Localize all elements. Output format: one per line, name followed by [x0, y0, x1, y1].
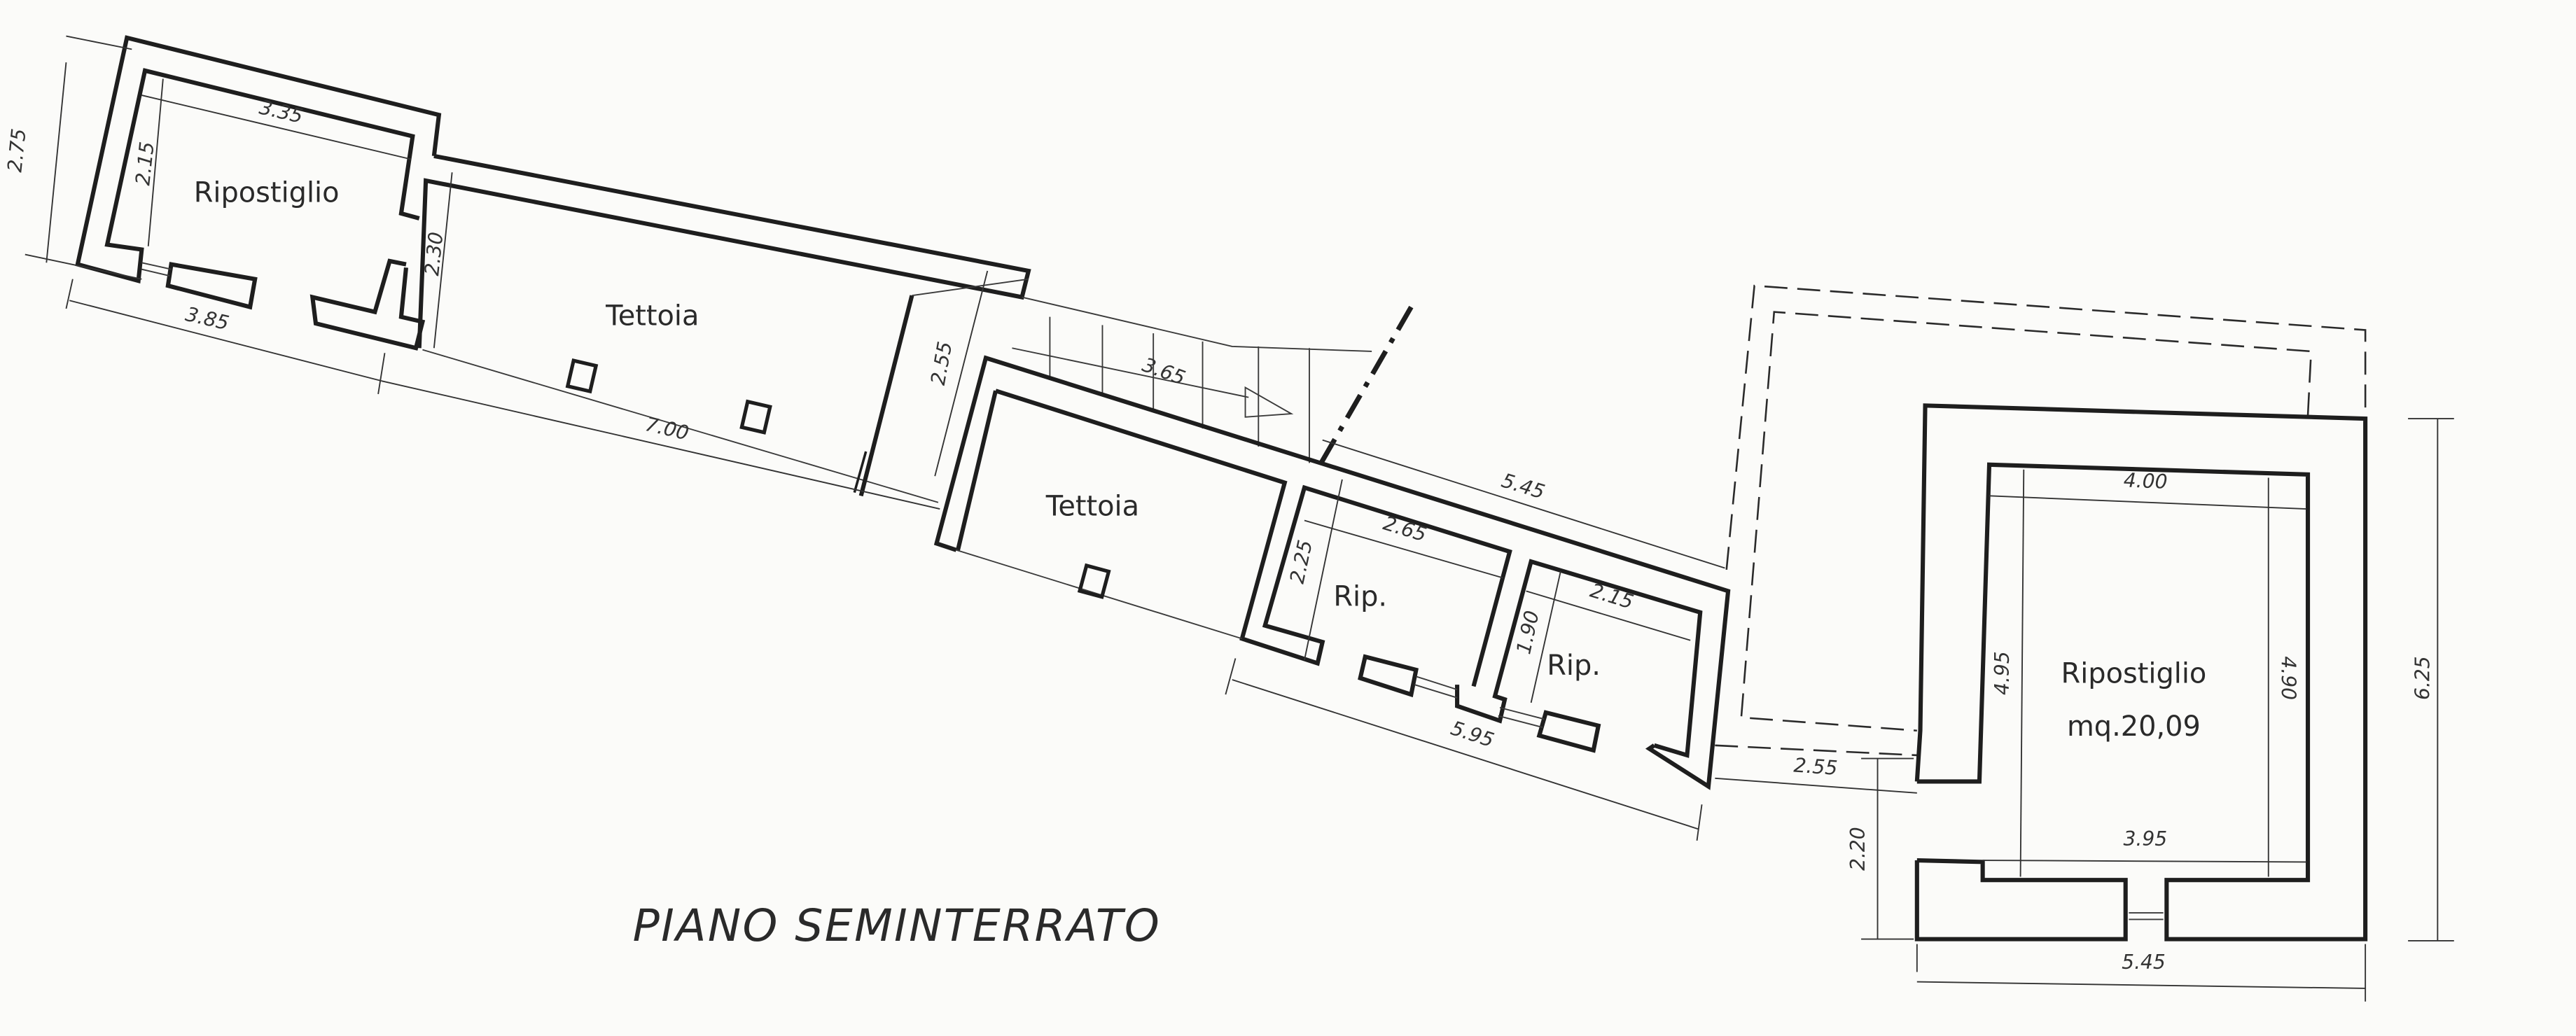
staircase: [912, 278, 1414, 468]
dim-2-65: 2.65: [1381, 512, 1430, 547]
left-ripostiglio-walls: [75, 35, 442, 351]
pillar: [565, 358, 599, 394]
pillar: [1077, 563, 1111, 599]
dim-2-55: 2.55: [926, 340, 956, 386]
dim-4-00: 4.00: [2123, 469, 2168, 493]
dim-4-90: 4.90: [2277, 656, 2300, 700]
dimension-lines: [25, 35, 2454, 1002]
room-label-rip: Rip.: [1547, 650, 1601, 682]
dim-2-75: 2.75: [3, 127, 30, 174]
window: [1358, 654, 1419, 698]
dim-3-65: 3.65: [1139, 353, 1188, 389]
dim-4-95: 4.95: [1991, 651, 2014, 695]
room-label-tettoia: Tettoia: [1045, 490, 1139, 522]
dim-5-95: 5.95: [1448, 716, 1497, 752]
room-label-rip: Rip.: [1333, 580, 1387, 612]
window: [1536, 710, 1601, 753]
room-label-ripostiglio: Ripostiglio: [194, 176, 340, 209]
dim-6-25: 6.25: [2411, 656, 2435, 700]
dim-3-95: 3.95: [2124, 827, 2168, 850]
right-block-dashed-outline: [1715, 284, 2367, 757]
middle-block-walls: [933, 355, 1731, 790]
dim-2-20: 2.20: [1846, 827, 1870, 871]
plan-title: PIANO SEMINTERRATO: [633, 899, 1161, 951]
room-labels: Ripostiglio Tettoia Tettoia Rip. Rip. Ri…: [194, 176, 2207, 742]
window: [165, 262, 258, 310]
dim-2-15: 2.15: [131, 141, 158, 187]
section-line: [1317, 305, 1414, 468]
dim-2-30: 2.30: [420, 231, 447, 277]
dim-3-85: 3.85: [183, 302, 231, 335]
dim-2-15: 2.15: [1587, 579, 1636, 614]
pillar: [739, 399, 772, 435]
right-ripostiglio-walls: [1914, 403, 2368, 941]
room-area: mq.20,09: [2067, 710, 2201, 743]
dim-5-45: 5.45: [2122, 951, 2166, 974]
dimension-labels: 2.75 2.15 3.35 3.85 2.30 7.00 2.55 3.65 …: [3, 95, 2434, 973]
dim-3-35: 3.35: [257, 95, 305, 127]
dim-2-55: 2.55: [1793, 754, 1839, 780]
left-tettoia-walls: [417, 153, 1031, 503]
room-label-tettoia: Tettoia: [605, 300, 699, 332]
room-label-ripostiglio: Ripostiglio: [2061, 658, 2207, 690]
stair-arrow-icon: [1244, 386, 1294, 418]
dim-7-00: 7.00: [643, 412, 690, 444]
